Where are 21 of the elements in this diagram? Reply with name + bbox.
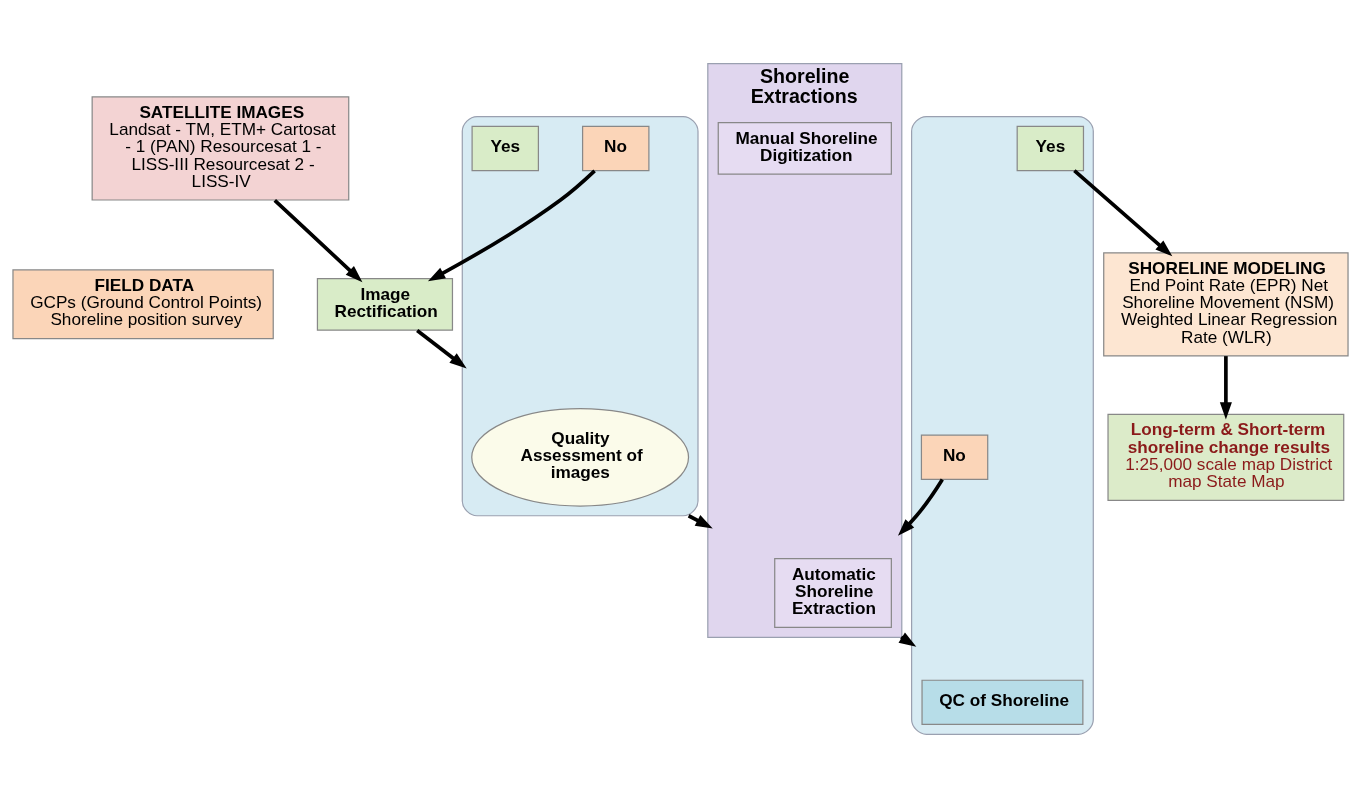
- node-box: Long-term & Short-term shoreline change results 1:25,000 scale map District map State Map: [1107, 413, 1345, 501]
- node-box: Yes: [1016, 125, 1085, 172]
- cluster: [461, 115, 699, 517]
- node-box: Automatic Shoreline Extraction: [774, 558, 892, 629]
- node-box: Yes: [471, 125, 539, 172]
- arrow: [1219, 356, 1232, 420]
- node-ellipse: Quality Assessment of images: [471, 407, 690, 507]
- arrow: [416, 329, 467, 369]
- node-box: FIELD DATA GCPs (Ground Control Points) Shoreline position survey: [12, 269, 274, 340]
- node-box: No: [920, 434, 989, 481]
- arrow: [273, 199, 363, 283]
- cluster: [911, 115, 1094, 735]
- arrow: [1073, 169, 1173, 257]
- node-box: SHORELINE MODELING End Point Rate (EPR) Net Shoreline Movement (NSM) Weighted Linear Regression Rate (WLR): [1103, 252, 1349, 357]
- node-box: SATELLITE IMAGES Landsat - TM, ETM+ Cartosat - 1 (PAN) Resourcesat 1 - LISS-III Resourcesat 2 - LISS-IV: [91, 96, 350, 201]
- node-box: No: [582, 125, 650, 172]
- node-box: Image Rectification: [316, 277, 454, 331]
- node-box: QC of Shoreline: [921, 679, 1084, 726]
- node-box: Manual Shoreline Digitization: [717, 122, 892, 175]
- arrow: [897, 478, 944, 536]
- arrow: [427, 169, 596, 282]
